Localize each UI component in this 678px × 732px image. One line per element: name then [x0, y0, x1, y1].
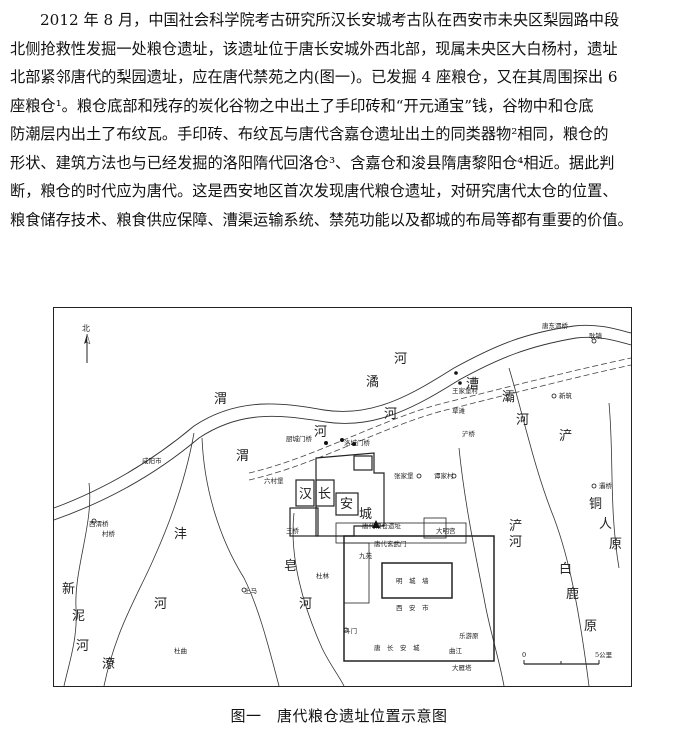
river-label: 潦: [102, 656, 115, 672]
river-label: 河: [299, 597, 312, 612]
paragraph-line: 防潮层内出土了布纹瓦。手印砖、布纹瓦与唐代含嘉仓遗址出土的同类器物²相同，粮仓的: [10, 125, 609, 143]
place-label: 西渭桥: [89, 519, 109, 528]
river-label: 河: [509, 535, 522, 550]
place-label: 三桥: [286, 526, 300, 535]
paragraph-line: 北部紧邻唐代的梨园遗址，应在唐代禁苑之内(图一)。已发掘 4 座粮仓，又在其周围…: [10, 68, 618, 86]
place-label: 厨城门桥: [286, 434, 313, 443]
han-city-label: 汉: [299, 487, 312, 502]
north-label: 北: [82, 324, 90, 333]
place-label: 唐东渭桥: [542, 321, 569, 330]
place-label: 草滩: [452, 406, 466, 415]
town-markers: [91, 338, 597, 633]
xian-city-label: 西 安 市: [396, 603, 429, 612]
place-label: 王家堡村: [452, 386, 479, 395]
han-changan-city: [289, 452, 385, 537]
river-label: 沣: [174, 527, 187, 542]
place-label: 村桥: [102, 529, 116, 538]
granary-label: 唐代粮仓遗址: [362, 521, 402, 530]
place-label: 唐代玄武门: [374, 539, 407, 548]
river-label: 河: [76, 639, 89, 654]
figure-caption: 图一 唐代粮仓遗址位置示意图: [230, 707, 448, 725]
river-label: 河: [516, 413, 529, 428]
place-label: 斗门: [344, 626, 357, 635]
place-label: 上马: [244, 586, 257, 595]
scale-zero: 0: [522, 651, 526, 659]
canal-label: 漕: [466, 377, 479, 392]
place-label: 新筑: [559, 391, 573, 400]
map-svg: 北: [54, 321, 631, 686]
place-label: 耿镇: [589, 331, 603, 340]
place-label: 六村堡: [264, 476, 284, 485]
north-arrow-icon: [84, 333, 91, 363]
feng-river: [103, 432, 195, 686]
place-label: 鹿: [566, 586, 579, 602]
place-label: 大雁塔: [452, 663, 472, 672]
ming-wall-label: 明 城 墙: [396, 576, 429, 585]
article-paragraph: 2012 年 8 月，中国社会科学院考古研究所汉长安城考古队在西安市未央区梨园路…: [10, 6, 670, 234]
ming-city-wall: [381, 562, 453, 599]
scale-label: 5公里: [595, 651, 613, 659]
paragraph-line: 粮食储存技术、粮食供应保障、漕渠运输系统、禁苑功能以及都城的布局等都有重要的价值…: [10, 210, 633, 229]
river-label: 新: [62, 581, 75, 597]
place-label: 原: [609, 537, 622, 552]
place-label: 人: [599, 517, 612, 532]
river-label: 浐: [559, 429, 572, 444]
paragraph-line: 座粮仓¹。粮仓底部和残存的炭化谷物之中出土了手印砖和“开元通宝”钱，谷物中和仓底: [10, 96, 594, 115]
place-label: 九苑: [359, 551, 373, 560]
river-label: 河: [384, 407, 397, 422]
place-label: 洛城门桥: [344, 438, 371, 447]
river-label: 河: [154, 597, 167, 612]
wei-river: [54, 324, 631, 521]
place-label: 杜曲: [174, 646, 187, 655]
tang-city-label: 唐 长 安 城: [374, 643, 420, 652]
scale-bar: [523, 660, 600, 665]
river-label: 渭: [214, 392, 227, 407]
place-label: 灞桥: [599, 481, 613, 490]
place-label: 浐桥: [462, 429, 476, 438]
paragraph-line: 北侧抢救性发掘一处粮仓遗址，该遗址位于唐长安城外西北部，现属未央区大白杨村，遗址: [10, 39, 618, 58]
paragraph-line: 2012 年 8 月，中国社会科学院考古研究所汉长安城考古队在西安市未央区梨园路…: [40, 11, 620, 29]
river-label: 潏: [366, 375, 379, 390]
place-label: 咸阳市: [142, 456, 162, 465]
place-label: 白: [559, 561, 572, 577]
river-label: 泥: [72, 609, 85, 624]
river-label: 河: [314, 425, 327, 440]
han-city-label: 长: [318, 487, 331, 502]
place-label: 原: [584, 619, 597, 634]
river-label: 渭: [236, 449, 249, 464]
place-label: 铜: [589, 497, 602, 512]
han-city-label: 安: [340, 497, 353, 512]
paragraph-line: 形状、建筑方法也与已经发掘的洛阳隋代回洛仓³、含嘉仓和浚县隋唐黎阳仓⁴相近。据此…: [10, 153, 615, 172]
han-city-label: 城: [359, 507, 372, 522]
place-label: 谭家村: [434, 471, 454, 480]
canal-line: [248, 357, 631, 474]
place-label: 乐游原: [459, 631, 479, 640]
location-map: 北: [53, 307, 632, 687]
river-label: 河: [394, 352, 407, 367]
place-label: 张家堡: [394, 471, 414, 480]
river-label: 浐: [509, 519, 522, 534]
river-label: 灞: [502, 390, 515, 405]
place-label: 曲江: [449, 646, 463, 655]
river-label: 皂: [284, 559, 297, 574]
place-label: 大明宫: [436, 526, 456, 535]
site-markers: [324, 371, 462, 528]
paragraph-line: 断，粮仓的时代应为唐代。这是西安地区首次发现唐代粮仓遗址，对研究唐代太仓的位置、: [10, 182, 618, 200]
place-label: 杜林: [316, 571, 330, 580]
